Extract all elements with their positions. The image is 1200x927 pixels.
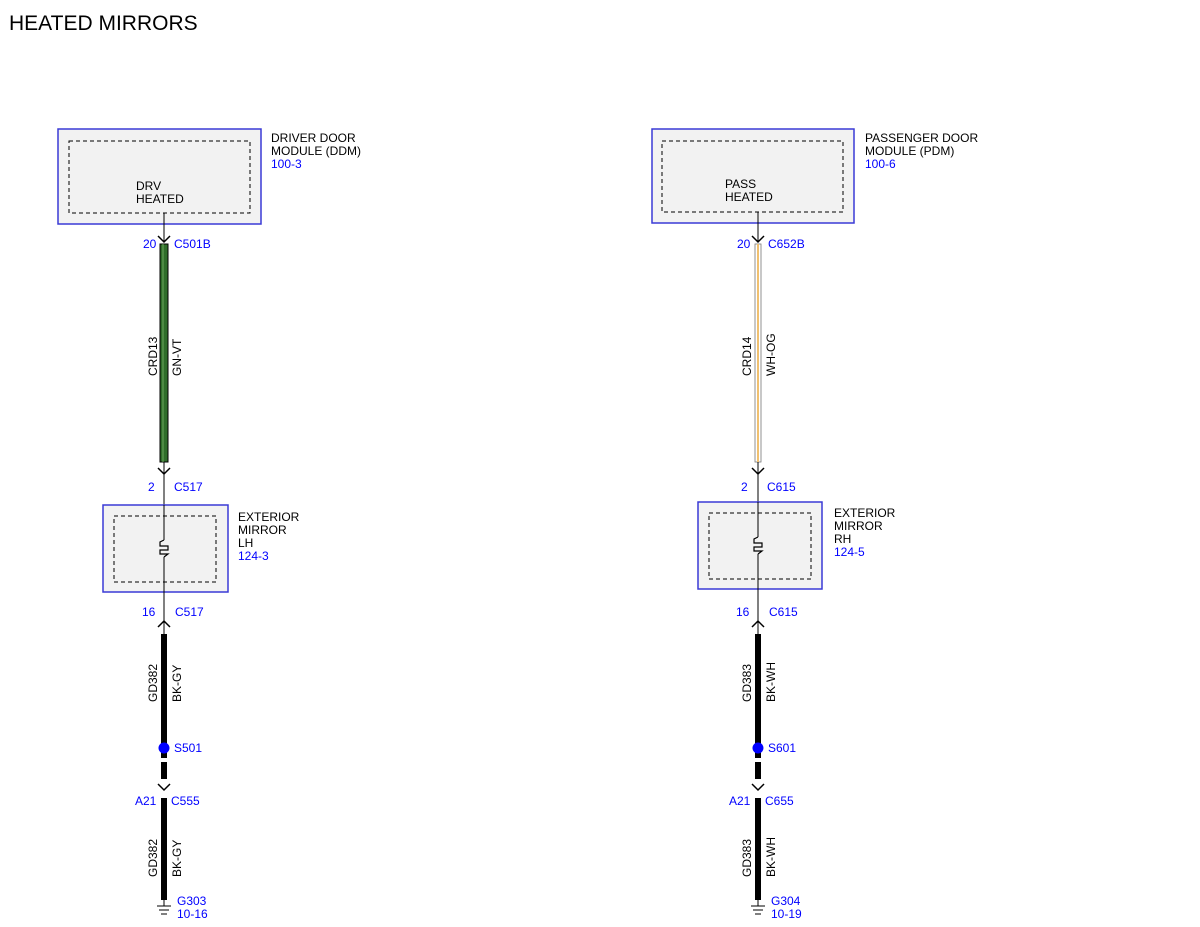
ground-g304-id[interactable]: G304 — [771, 894, 801, 908]
mirror-lh-name-line1: EXTERIOR — [238, 510, 300, 524]
passenger-module-name-line2: MODULE (PDM) — [865, 144, 954, 158]
connector-c652b-symbol — [751, 235, 765, 244]
ground-g303-ref[interactable]: 10-16 — [177, 907, 208, 921]
connector-c615-id-bottom[interactable]: C615 — [769, 605, 798, 619]
connector-c555-symbol — [157, 783, 171, 792]
wire-crd13-color: GN-VT — [170, 338, 184, 376]
passenger-door-module[interactable] — [651, 128, 855, 224]
wire-gd383-lower-circuit: GD383 — [740, 839, 754, 877]
diagram-title: HEATED MIRRORS — [9, 12, 198, 35]
splice-s501-label[interactable]: S501 — [174, 741, 202, 755]
connector-c517-id-top[interactable]: C517 — [174, 480, 203, 494]
passenger-module-inner-line2: HEATED — [725, 190, 773, 204]
wire-gd383-lower[interactable] — [755, 798, 761, 900]
mirror-lh-ref[interactable]: 124-3 — [238, 549, 269, 563]
connector-c615-pin-16: 16 — [736, 605, 750, 619]
connector-c517-id-bottom[interactable]: C517 — [175, 605, 204, 619]
heater-element-rh-icon — [753, 536, 764, 555]
passenger-module-ref[interactable]: 100-6 — [865, 157, 896, 171]
passenger-module-name-line1: PASSENGER DOOR — [865, 131, 978, 145]
passenger-module-inner-line1: PASS — [725, 177, 756, 191]
connector-c555-id[interactable]: C555 — [171, 794, 200, 808]
heater-element-lh-icon — [159, 539, 170, 558]
wire-crd14-circuit: CRD14 — [740, 336, 754, 376]
connector-c652b-pin: 20 — [737, 237, 751, 251]
connector-c501b-pin: 20 — [143, 237, 157, 251]
mirror-rh-ref[interactable]: 124-5 — [834, 545, 865, 559]
driver-module-inner — [68, 140, 251, 214]
connector-c501b-id[interactable]: C501B — [174, 237, 211, 251]
wire-crd14-color: WH-OG — [764, 333, 778, 376]
connector-c501b-symbol — [157, 235, 171, 244]
splice-s501-gap-bottom — [157, 758, 171, 762]
splice-s501-dot[interactable] — [158, 742, 170, 754]
driver-module-inner-line2: HEATED — [136, 192, 184, 206]
mirror-rh-inner — [708, 512, 812, 580]
splice-s601-dot[interactable] — [752, 742, 764, 754]
ground-g304-ref[interactable]: 10-19 — [771, 907, 802, 921]
mirror-lh-inner — [113, 515, 217, 583]
wire-gd383-upper[interactable] — [755, 634, 761, 779]
connector-c652b-id[interactable]: C652B — [768, 237, 805, 251]
driver-circuit: DRV HEATED DRIVER DOOR MODULE (DDM) 100-… — [57, 128, 361, 921]
mirror-lh-name-line3: LH — [238, 536, 253, 550]
wire-gd382-upper[interactable] — [161, 634, 167, 779]
wire-gd382-lower-circuit: GD382 — [146, 839, 160, 877]
wire-crd13[interactable] — [159, 243, 169, 463]
connector-c655-pin: A21 — [729, 794, 751, 808]
driver-door-module[interactable] — [57, 128, 262, 225]
splice-s601-label[interactable]: S601 — [768, 741, 796, 755]
exterior-mirror-lh[interactable] — [102, 504, 229, 593]
exterior-mirror-rh[interactable] — [697, 501, 823, 590]
splice-s601-gap-bottom — [751, 758, 765, 762]
mirror-rh-name-line3: RH — [834, 532, 851, 546]
connector-c655-symbol — [751, 783, 765, 792]
driver-module-ref[interactable]: 100-3 — [271, 157, 302, 171]
passenger-circuit: PASS HEATED PASSENGER DOOR MODULE (PDM) … — [651, 128, 978, 921]
wire-gd382-upper-circuit: GD382 — [146, 664, 160, 702]
driver-module-name-line2: MODULE (DDM) — [271, 144, 361, 158]
connector-c615-bottom-symbol — [751, 619, 765, 628]
mirror-rh-name-line1: EXTERIOR — [834, 506, 896, 520]
connector-c655-id[interactable]: C655 — [765, 794, 794, 808]
mirror-rh-name-line2: MIRROR — [834, 519, 883, 533]
connector-c615-id-top[interactable]: C615 — [767, 480, 796, 494]
wire-gd382-lower-color: BK-GY — [170, 840, 184, 877]
connector-c555-pin: A21 — [135, 794, 157, 808]
driver-module-inner-line1: DRV — [136, 179, 161, 193]
wire-gd383-upper-circuit: GD383 — [740, 664, 754, 702]
mirror-lh-name-line2: MIRROR — [238, 523, 287, 537]
ground-g304-icon — [751, 900, 765, 915]
wire-gd383-upper-color: BK-WH — [764, 662, 778, 702]
connector-c517-pin-2: 2 — [148, 480, 155, 494]
connector-c615-pin-2: 2 — [741, 480, 748, 494]
connector-c517-bottom-symbol — [157, 619, 171, 628]
ground-g303-id[interactable]: G303 — [177, 894, 207, 908]
wire-gd382-upper-color: BK-GY — [170, 665, 184, 702]
wire-gd383-lower-color: BK-WH — [764, 837, 778, 877]
connector-c517-pin-16: 16 — [142, 605, 156, 619]
wire-gd382-lower[interactable] — [161, 798, 167, 900]
wire-crd13-circuit: CRD13 — [146, 336, 160, 376]
ground-g303-icon — [157, 900, 171, 915]
driver-module-name-line1: DRIVER DOOR — [271, 131, 356, 145]
